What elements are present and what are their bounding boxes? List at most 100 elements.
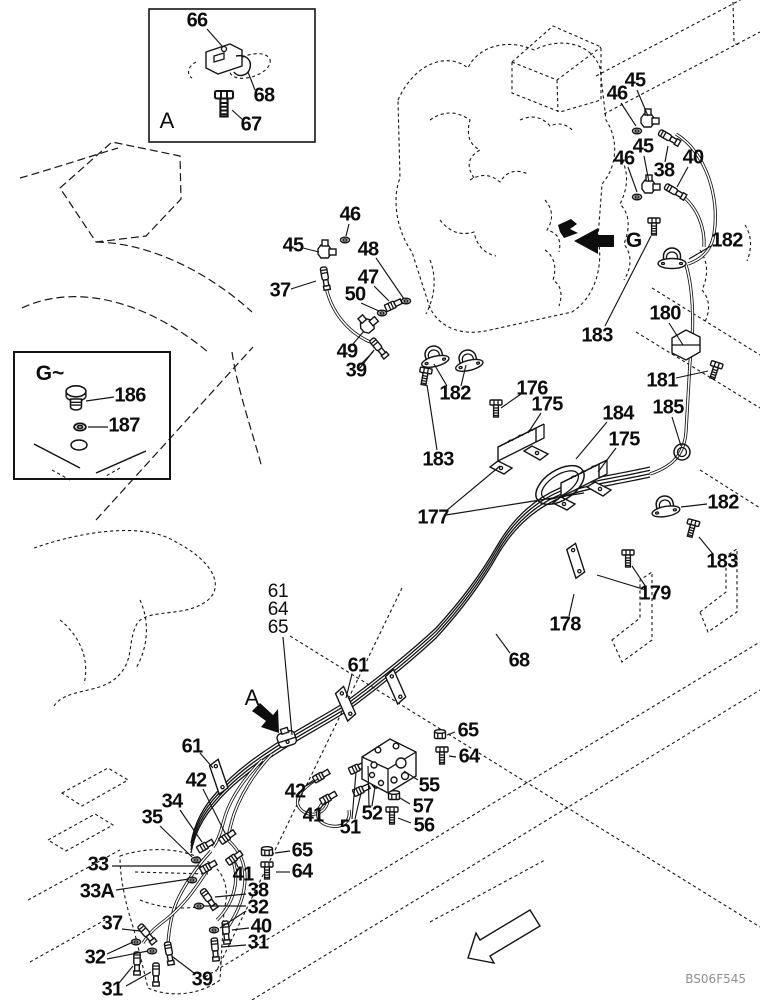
leader-line-42 <box>303 778 319 788</box>
grommet-184 <box>535 464 585 506</box>
mounting-hardware <box>207 247 701 796</box>
leader-line-55 <box>403 770 419 781</box>
callout-35: 35 <box>141 806 164 829</box>
leader-line-175 <box>527 412 542 434</box>
callout-176: 176 <box>516 377 548 400</box>
callout-47: 47 <box>357 266 380 289</box>
leader-line-52 <box>367 765 370 807</box>
callout-37: 37 <box>269 279 292 302</box>
callout-68: 68 <box>508 649 531 672</box>
callout-46: 46 <box>613 147 636 170</box>
callout-67: 67 <box>240 113 263 136</box>
callout-183: 183 <box>706 550 738 573</box>
callout-61: 61 <box>347 654 370 677</box>
callout-39: 39 <box>191 968 214 991</box>
callout-41: 41 <box>232 863 255 886</box>
callout-183: 183 <box>422 448 454 471</box>
leader-line-47 <box>373 285 390 302</box>
callout-40: 40 <box>682 146 705 169</box>
leader-line-40 <box>676 166 689 188</box>
callout-42: 42 <box>185 769 208 792</box>
callout-182: 182 <box>707 491 739 514</box>
callout-61: 61 <box>181 735 204 758</box>
callout-180: 180 <box>649 302 681 325</box>
leader-line-37 <box>121 928 141 932</box>
callout-a: A <box>244 685 260 710</box>
leader-line-65 <box>282 636 293 736</box>
leader-line-68 <box>247 71 256 91</box>
leader-line-50 <box>360 302 380 312</box>
callout-45: 45 <box>632 135 655 158</box>
callout-57: 57 <box>412 795 435 818</box>
leader-line-68 <box>495 633 511 654</box>
callout-177: 177 <box>417 506 449 529</box>
leader-line-32 <box>219 910 247 929</box>
leader-line-65 <box>274 850 291 854</box>
callout-65: 65 <box>457 719 480 742</box>
callout-175: 175 <box>531 393 563 416</box>
inset-detail-a <box>148 8 316 143</box>
callout-187: 187 <box>108 414 140 437</box>
callout-38: 38 <box>247 879 270 902</box>
leader-line-41 <box>234 860 239 868</box>
leader-line-31 <box>125 971 152 987</box>
leader-line-51 <box>351 771 357 820</box>
callout-184: 184 <box>602 402 634 425</box>
callout-31: 31 <box>247 931 270 954</box>
callout-33: 33 <box>87 853 110 876</box>
leader-line-182 <box>433 363 448 387</box>
callout-37: 37 <box>101 912 124 935</box>
grommet-185 <box>673 443 691 461</box>
callout-32: 32 <box>84 946 107 969</box>
leader-line-184 <box>575 421 608 460</box>
leader-line-45 <box>643 155 650 183</box>
view-arrow-a-icon <box>252 703 279 733</box>
leader-line-177 <box>445 465 501 512</box>
leader-line-35 <box>159 825 193 858</box>
callout-42: 42 <box>284 780 307 803</box>
leader-line-39 <box>361 351 374 364</box>
leader-line-64 <box>448 755 457 758</box>
view-arrows <box>252 219 614 964</box>
callout-52: 52 <box>361 802 384 825</box>
leader-line-183 <box>698 536 714 555</box>
callout-46: 46 <box>339 203 362 226</box>
leader-line-42 <box>202 788 226 834</box>
callout-51: 51 <box>339 816 362 839</box>
callout-61: 61 <box>267 581 289 602</box>
callout-175: 175 <box>608 428 640 451</box>
callout-65: 65 <box>267 617 289 638</box>
callout-46: 46 <box>606 82 629 105</box>
callout-41: 41 <box>302 804 325 827</box>
leader-line-48 <box>375 257 405 300</box>
leader-line-61 <box>199 752 214 769</box>
leader-line-41 <box>319 800 327 810</box>
callout-179: 179 <box>639 582 671 605</box>
leader-line-45 <box>302 247 320 253</box>
callout-55: 55 <box>418 774 441 797</box>
inset-detail-g <box>13 351 171 481</box>
leader-line-34 <box>179 809 203 843</box>
callout-45: 45 <box>282 234 305 257</box>
leader-line-46 <box>627 166 638 193</box>
leader-line-31 <box>118 965 134 984</box>
leader-line-67 <box>231 109 244 121</box>
leader-line-178 <box>568 593 575 617</box>
callout-48: 48 <box>357 238 380 261</box>
leader-line-66 <box>206 28 223 47</box>
leader-line-49 <box>352 330 365 345</box>
leader-line-38 <box>214 893 247 898</box>
callout-38: 38 <box>653 159 676 182</box>
leader-line-32 <box>106 941 134 955</box>
leader-line-52 <box>371 786 376 807</box>
leader-line-185 <box>671 416 682 447</box>
callout-183: 183 <box>581 324 613 347</box>
leader-line-56 <box>397 817 412 824</box>
leader-line-39 <box>172 956 195 974</box>
leader-line-182 <box>460 364 467 387</box>
callout-186: 186 <box>114 384 146 407</box>
callout-50: 50 <box>344 283 367 306</box>
drawing-code: BS06F545 <box>685 972 746 986</box>
